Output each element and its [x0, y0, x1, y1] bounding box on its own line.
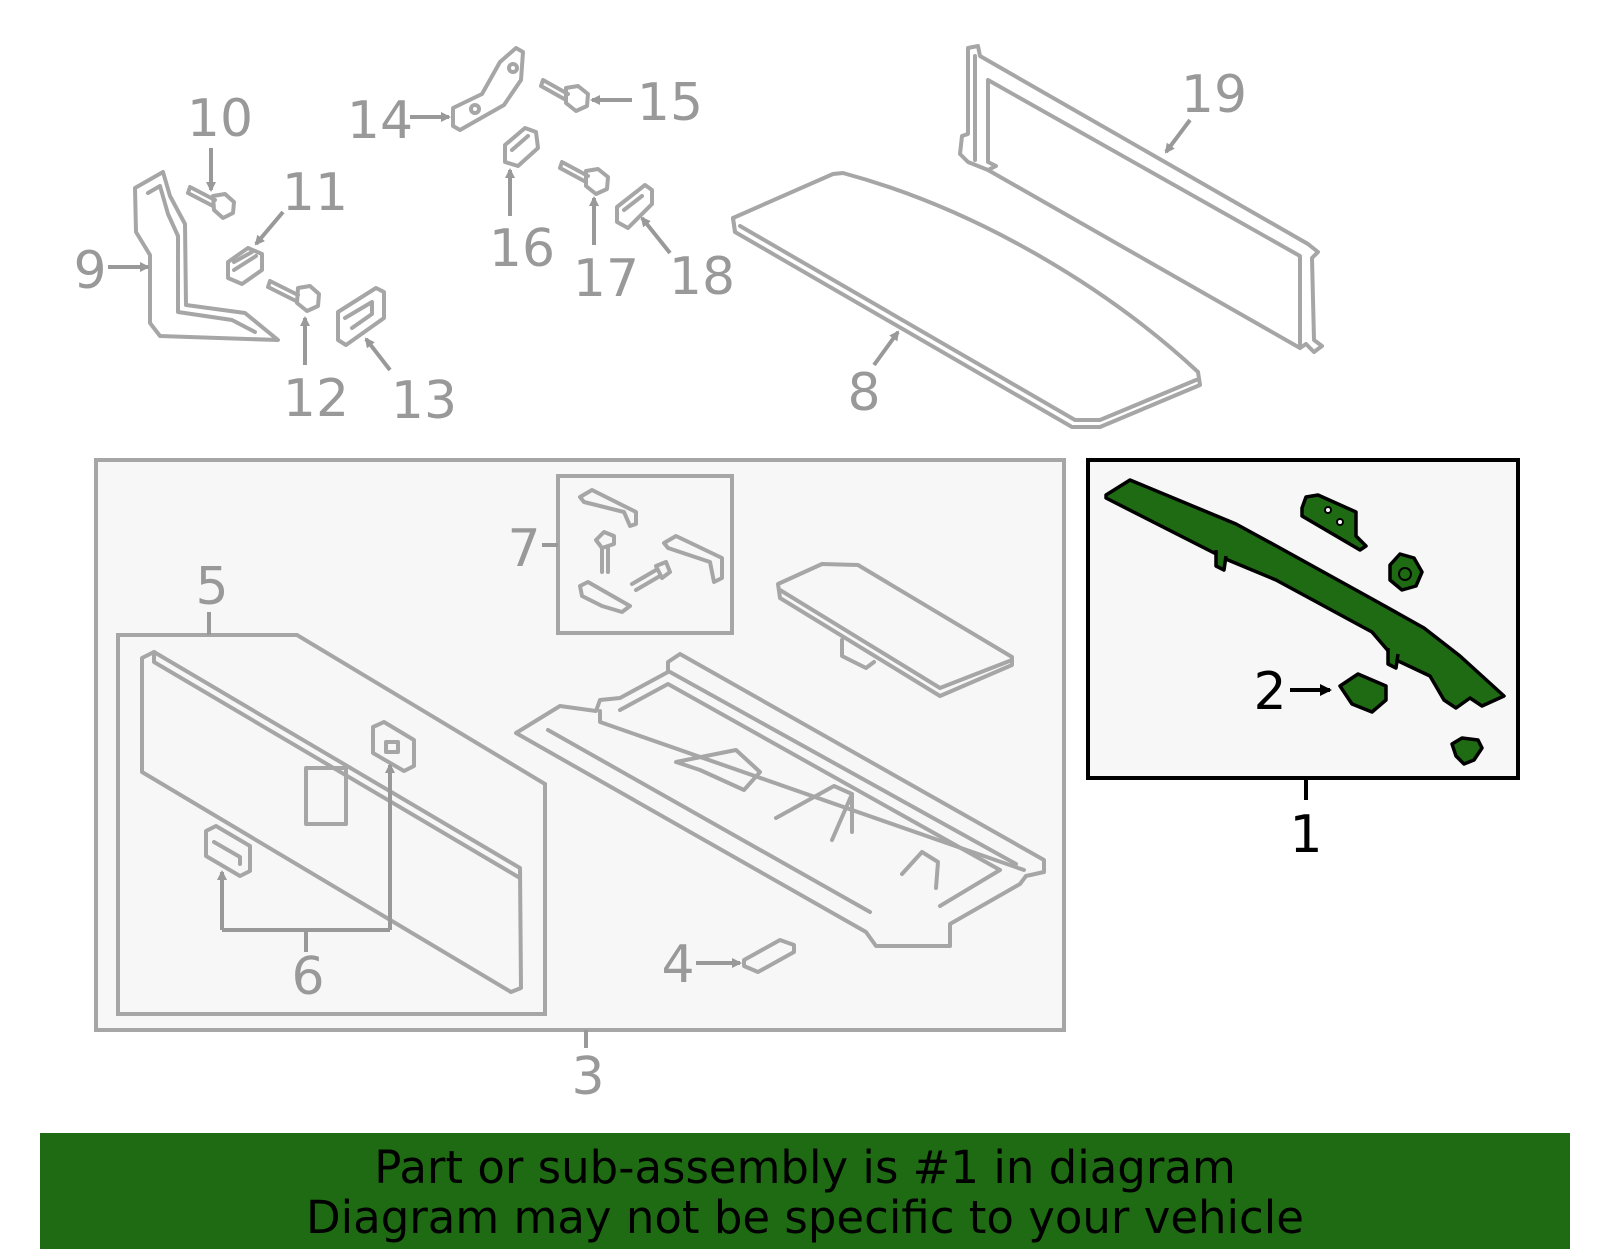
callout-2: 2 — [1253, 662, 1286, 722]
clip-part-6b — [204, 824, 252, 878]
leader-8 — [872, 330, 900, 367]
clip-part-18 — [615, 183, 654, 230]
callout-7: 7 — [507, 519, 540, 579]
leader-11 — [254, 210, 285, 246]
callout-3: 3 — [571, 1047, 604, 1107]
cargo-tray-part-3 — [514, 652, 1046, 948]
callout-18: 18 — [669, 247, 735, 307]
callout-13: 13 — [391, 371, 457, 431]
clip-part-11 — [226, 246, 264, 286]
banner-line-2: Diagram may not be specific to your vehi… — [306, 1191, 1304, 1244]
bolt-part-15 — [539, 78, 590, 113]
bolt-part-17 — [558, 160, 610, 196]
callout-5: 5 — [195, 557, 228, 617]
trim-panel-part-1 — [1104, 478, 1506, 710]
lid-part-3 — [776, 562, 1014, 698]
callout-14: 14 — [347, 91, 413, 151]
bolt-part-12 — [266, 279, 321, 313]
bracket-part-1 — [1300, 493, 1368, 552]
callout-12: 12 — [283, 369, 349, 429]
bolt-part-10 — [186, 185, 236, 220]
info-banner: Part or sub-assembly is #1 in diagram Di… — [40, 1133, 1570, 1249]
clip-part-6a — [371, 720, 416, 773]
callout-6: 6 — [291, 947, 324, 1007]
cover-panel-part-8 — [731, 171, 1202, 429]
nut-part-1 — [1388, 552, 1424, 592]
callout-19: 19 — [1181, 65, 1247, 125]
bracket-part-9 — [133, 170, 280, 342]
callout-1: 1 — [1289, 805, 1322, 865]
clip-part-16 — [503, 126, 540, 168]
callout-10: 10 — [187, 89, 253, 149]
leader-13 — [364, 337, 392, 372]
clip-part-4 — [742, 938, 796, 974]
banner-line-1: Part or sub-assembly is #1 in diagram — [374, 1141, 1236, 1194]
clip-part-13 — [336, 286, 386, 347]
callout-17: 17 — [573, 249, 639, 309]
leader-6 — [220, 768, 392, 952]
clip-part-2 — [1338, 672, 1388, 714]
bracket-part-14 — [451, 46, 525, 132]
callout-9: 9 — [73, 241, 106, 301]
partition-part-19 — [958, 44, 1324, 354]
callout-16: 16 — [489, 219, 555, 279]
retainer-part-1 — [1450, 736, 1484, 766]
hardware-part-7 — [578, 488, 724, 614]
leader-18 — [640, 216, 672, 255]
leader-19 — [1164, 118, 1192, 154]
callout-8: 8 — [847, 363, 880, 423]
callout-11: 11 — [282, 163, 348, 223]
callout-15: 15 — [637, 73, 703, 133]
side-panel-part-5 — [140, 650, 523, 994]
callout-4: 4 — [661, 935, 694, 995]
